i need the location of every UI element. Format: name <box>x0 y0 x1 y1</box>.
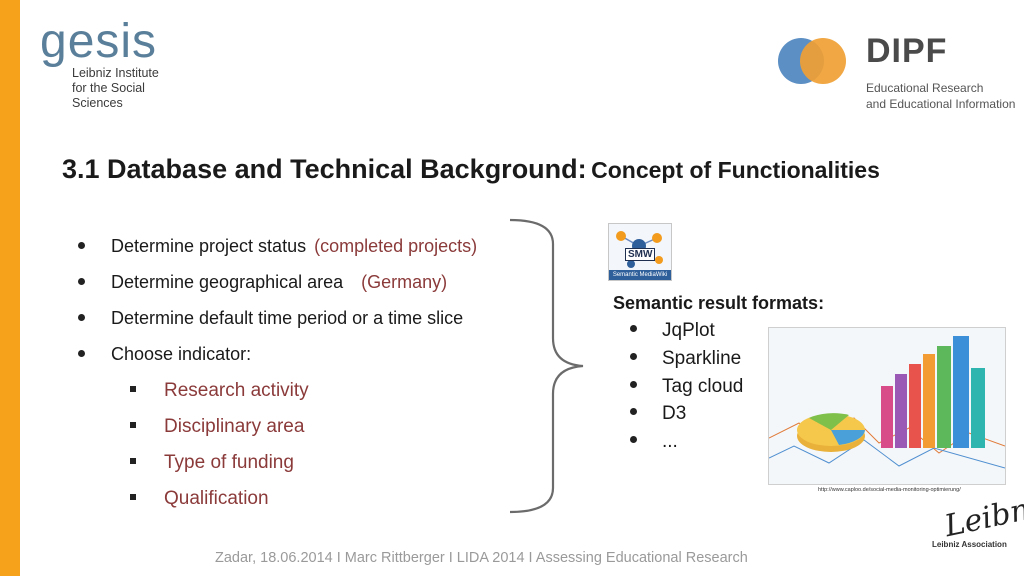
gesis-logo-line1: Leibniz Institute <box>72 66 159 80</box>
image-source-caption: http://www.caploo.de/social-media-monito… <box>818 487 961 493</box>
bullet-note: (completed projects) <box>314 236 478 256</box>
indicator-item: Disciplinary area <box>130 416 304 438</box>
dipf-logo-line2: and Educational Information <box>866 97 1016 111</box>
format-item: ... <box>630 431 678 453</box>
format-text: Tag cloud <box>662 376 744 397</box>
bullet-dot-icon <box>630 353 637 361</box>
leibniz-association-label: Leibniz Association <box>932 540 1007 549</box>
bullet-dot-icon <box>78 313 85 321</box>
square-bullet-icon <box>130 385 136 392</box>
bullet-item: Determine project status (completed proje… <box>78 236 477 257</box>
format-text: Sparkline <box>662 348 742 369</box>
format-item: Sparkline <box>630 348 741 370</box>
format-item: JqPlot <box>630 320 715 342</box>
bullet-note: (Germany) <box>361 272 448 292</box>
semantic-formats-heading: Semantic result formats: <box>613 293 825 313</box>
indicator-item: Qualification <box>130 488 269 510</box>
bullet-text: Determine project status <box>111 236 307 256</box>
slide-title-sub: Concept of Functionalities <box>591 157 880 183</box>
bullet-item: Determine default time period or a time … <box>78 308 463 329</box>
bullet-dot-icon <box>78 277 85 285</box>
slide-title-main: 3.1 Database and Technical Background: <box>62 154 587 184</box>
format-text: D3 <box>662 403 687 424</box>
square-bullet-icon <box>130 493 136 500</box>
bullet-dot-icon <box>78 241 85 249</box>
bullet-text: Choose indicator: <box>111 344 252 364</box>
bullet-text: Determine default time period or a time … <box>111 308 464 328</box>
square-bullet-icon <box>130 421 136 428</box>
slide-title: 3.1 Database and Technical Background: C… <box>62 154 880 185</box>
gesis-logo: gesis Leibniz Institute for the Social S… <box>40 15 190 110</box>
semantic-mediawiki-logo: SMW Semantic MediaWiki <box>608 223 672 281</box>
leibniz-association-logo: Leibniz Leibniz Association <box>928 487 1024 560</box>
square-bullet-icon <box>130 457 136 464</box>
indicator-item: Type of funding <box>130 452 294 474</box>
dipf-orange-circle <box>800 38 846 84</box>
format-item: Tag cloud <box>630 376 743 398</box>
dipf-logo-subtitle: Educational Research and Educational Inf… <box>866 80 1015 112</box>
smw-tag: SMW <box>625 248 656 261</box>
bullet-dot-icon <box>78 349 85 357</box>
smw-band: Semantic MediaWiki <box>609 270 671 280</box>
chart-illustration-icon <box>769 328 1005 484</box>
indicator-item: Research activity <box>130 380 309 402</box>
gesis-logo-word: gesis <box>40 15 158 68</box>
bullet-dot-icon <box>630 381 637 389</box>
gesis-logo-line2: for the Social Sciences <box>72 81 145 110</box>
accent-side-bar <box>0 0 20 576</box>
bullet-dot-icon <box>630 325 637 333</box>
bullet-text: Determine geographical area <box>111 272 344 292</box>
bullet-dot-icon <box>630 436 637 444</box>
bullet-dot-icon <box>630 408 637 416</box>
gesis-logo-subtitle: Leibniz Institute for the Social Science… <box>72 66 190 111</box>
indicator-text: Disciplinary area <box>164 416 305 437</box>
bullet-item: Choose indicator: <box>78 344 251 365</box>
slide-footer: Zadar, 18.06.2014 I Marc Rittberger I LI… <box>215 550 748 566</box>
dipf-logo-word: DIPF <box>866 32 948 70</box>
format-text: ... <box>662 431 678 452</box>
curly-brace-icon <box>509 218 584 514</box>
indicator-text: Qualification <box>164 488 269 509</box>
dipf-logo: DIPF Educational Research and Educationa… <box>778 30 1018 120</box>
format-item: D3 <box>630 403 686 425</box>
leibniz-signature: Leibniz <box>941 486 1024 545</box>
indicator-text: Research activity <box>164 380 309 401</box>
dipf-logo-line1: Educational Research <box>866 81 984 95</box>
bullet-item: Determine geographical area (Germany) <box>78 272 447 293</box>
format-text: JqPlot <box>662 320 715 341</box>
indicator-text: Type of funding <box>164 452 294 473</box>
decorative-chart-image <box>768 327 1006 485</box>
